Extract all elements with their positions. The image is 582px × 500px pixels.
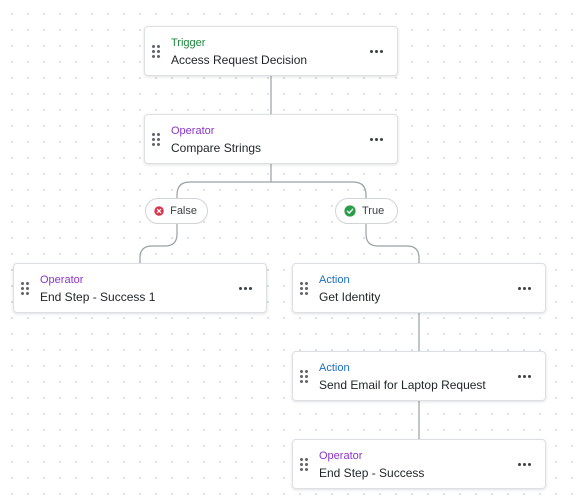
more-options-button[interactable] xyxy=(367,42,385,60)
more-options-icon xyxy=(517,374,531,378)
drag-handle-icon[interactable] xyxy=(152,45,160,58)
drag-handle-icon[interactable] xyxy=(152,133,160,146)
node-type-label: Operator xyxy=(40,274,84,286)
node-trigger[interactable]: Trigger Access Request Decision xyxy=(144,26,398,76)
node-title: End Step - Success 1 xyxy=(40,290,156,304)
branch-true-pill[interactable]: True xyxy=(335,198,398,224)
more-options-icon xyxy=(369,137,383,141)
more-options-button[interactable] xyxy=(367,130,385,148)
x-circle-icon xyxy=(154,206,164,216)
drag-handle-icon[interactable] xyxy=(300,282,308,295)
connector-false-end xyxy=(139,224,178,263)
node-type-label: Action xyxy=(319,362,350,374)
node-get-identity[interactable]: Action Get Identity xyxy=(292,263,546,313)
node-title: Compare Strings xyxy=(171,141,262,155)
more-options-icon xyxy=(369,49,383,53)
more-options-icon xyxy=(517,286,531,290)
drag-handle-icon[interactable] xyxy=(300,370,308,383)
node-title: Get Identity xyxy=(319,290,381,304)
branch-false-pill[interactable]: False xyxy=(145,198,208,224)
check-circle-icon xyxy=(344,205,356,217)
more-options-button[interactable] xyxy=(515,279,533,297)
node-title: End Step - Success xyxy=(319,466,425,480)
branch-true-label: True xyxy=(362,205,385,217)
node-send-email[interactable]: Action Send Email for Laptop Request xyxy=(292,351,546,401)
more-options-button[interactable] xyxy=(515,455,533,473)
more-options-button[interactable] xyxy=(236,279,254,297)
node-compare-strings[interactable]: Operator Compare Strings xyxy=(144,114,398,164)
connector-split-true xyxy=(271,181,367,198)
node-type-label: Operator xyxy=(319,450,363,462)
drag-handle-icon[interactable] xyxy=(21,282,29,295)
node-end-step-success-1[interactable]: Operator End Step - Success 1 xyxy=(13,263,267,313)
node-type-label: Operator xyxy=(171,125,215,137)
drag-handle-icon[interactable] xyxy=(300,458,308,471)
more-options-icon xyxy=(238,286,252,290)
node-title: Send Email for Laptop Request xyxy=(319,378,486,392)
more-options-icon xyxy=(517,462,531,466)
node-end-step-success[interactable]: Operator End Step - Success xyxy=(292,439,546,489)
node-type-label: Trigger xyxy=(171,37,206,49)
connector-split-false xyxy=(176,181,271,198)
more-options-button[interactable] xyxy=(515,367,533,385)
connector-true-identity xyxy=(365,224,420,263)
node-title: Access Request Decision xyxy=(171,53,308,67)
branch-false-label: False xyxy=(170,205,197,217)
node-type-label: Action xyxy=(319,274,350,286)
